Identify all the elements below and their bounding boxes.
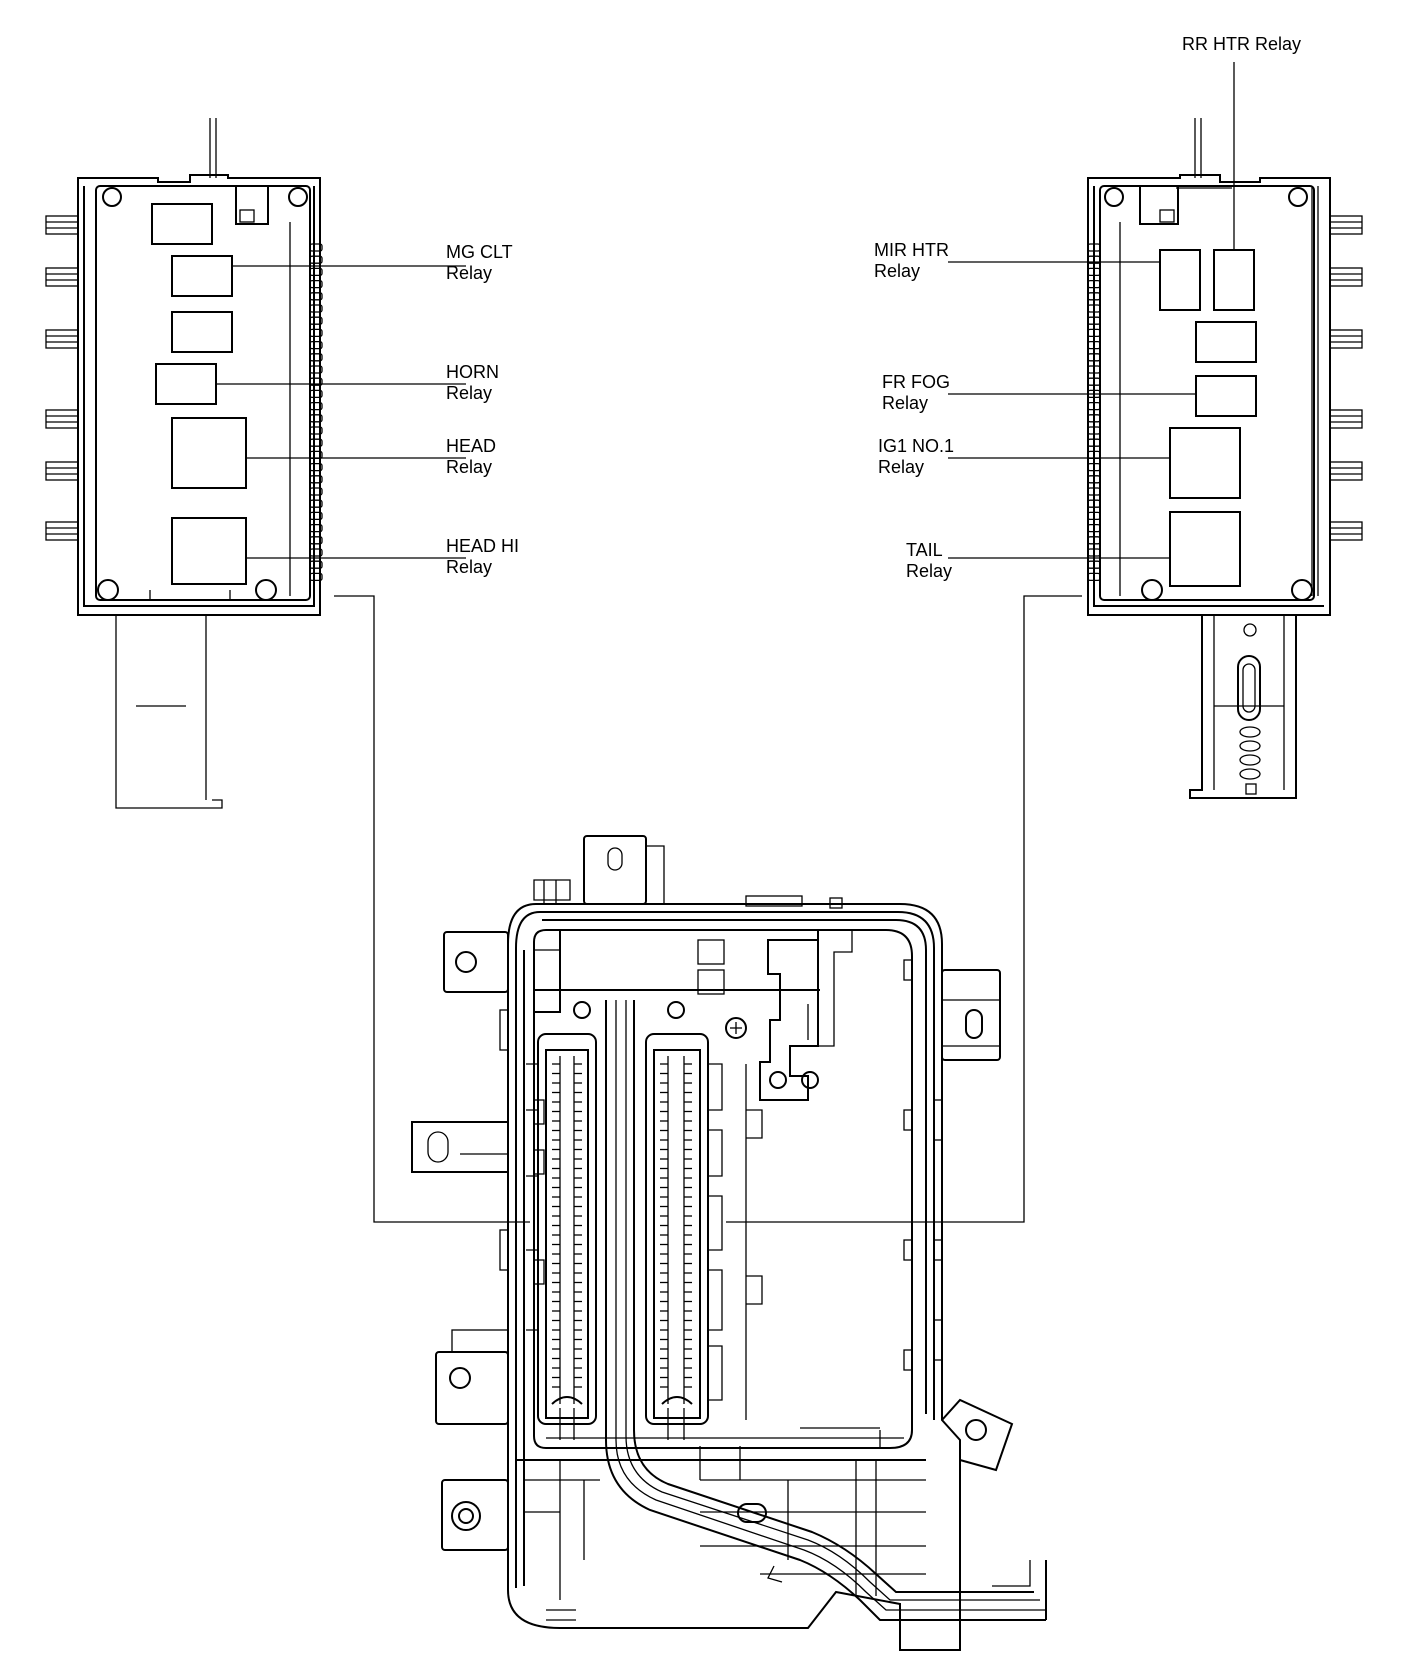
relay-block-pin xyxy=(309,243,323,252)
detail-connector-left xyxy=(334,595,530,1223)
relay-block-pin xyxy=(309,401,323,411)
head-relay-label-line2: Relay xyxy=(446,457,492,477)
relay-block-pin xyxy=(1087,316,1101,325)
relay-block-pin xyxy=(1087,487,1101,496)
relay-block-pin xyxy=(1087,279,1101,289)
mg-clt-relay-label: MG CLT Relay xyxy=(446,242,517,283)
relay-block-pin xyxy=(309,267,323,277)
horn-relay-label: HORN Relay xyxy=(446,362,504,403)
relay-block-pin xyxy=(1087,304,1101,313)
horn-relay-label-line2: Relay xyxy=(446,383,492,403)
relay-block-pin xyxy=(309,511,323,521)
relay-block-pin xyxy=(1087,511,1101,521)
relay-block-pin xyxy=(309,316,323,325)
fr-fog-relay-label-line2: Relay xyxy=(882,393,928,413)
relay-block-pin xyxy=(309,304,323,313)
relay-block-pin xyxy=(1087,548,1101,557)
relay-block-pin xyxy=(309,462,323,472)
relay-block-pin xyxy=(309,499,323,508)
relay-block-pin xyxy=(1087,353,1101,362)
relay-block-pin xyxy=(309,438,323,447)
relay-block-pin xyxy=(1087,560,1101,569)
ig1-no1-relay-label-line2: Relay xyxy=(878,457,924,477)
mir-htr-relay-label: MIR HTR Relay xyxy=(874,240,954,281)
mir-htr-relay-label-line1: MIR HTR xyxy=(874,240,949,260)
relay-block-pin xyxy=(1087,426,1101,435)
relay-block-pin xyxy=(1087,523,1101,533)
horn-relay-label-line1: HORN xyxy=(446,362,499,382)
relay-block-pin xyxy=(309,340,323,350)
relay-block-pin xyxy=(1087,328,1101,338)
relay-block-pin xyxy=(1087,365,1101,374)
relay-block-pin xyxy=(309,292,323,301)
relay-block-pin xyxy=(1087,340,1101,350)
rr-htr-relay-label: RR HTR Relay xyxy=(1182,34,1301,54)
mg-clt-relay-label-line2: Relay xyxy=(446,263,492,283)
head-hi-relay-label-line2: Relay xyxy=(446,557,492,577)
head-relay-label-line1: HEAD xyxy=(446,436,496,456)
relay-block-pin xyxy=(1087,401,1101,411)
relay-block-pin xyxy=(309,328,323,338)
ig1-no1-relay-label-line1: IG1 NO.1 xyxy=(878,436,954,456)
relay-block-pin xyxy=(1087,377,1101,386)
relay-block-pin xyxy=(1087,462,1101,472)
relay-block-pin xyxy=(309,255,323,264)
relay-block-pin xyxy=(309,548,323,557)
relay-block-pin xyxy=(1087,536,1101,545)
junction-block xyxy=(411,835,1047,1651)
relay-block-pin xyxy=(309,475,323,484)
mg-clt-relay-label-line1: MG CLT xyxy=(446,242,513,262)
relay-block-pin xyxy=(309,560,323,569)
relay-block-pin xyxy=(1087,243,1101,252)
tail-relay-label: TAIL Relay xyxy=(906,540,952,581)
ig1-no1-relay-label: IG1 NO.1 Relay xyxy=(878,436,959,477)
relay-block-pin xyxy=(309,487,323,496)
left-relay-block xyxy=(45,118,323,809)
relay-block-pin xyxy=(1087,475,1101,484)
relay-block-pin xyxy=(309,353,323,362)
relay-block-pin xyxy=(1087,267,1101,277)
relay-block-pin xyxy=(1087,572,1101,582)
leader-lines xyxy=(216,62,1235,559)
tail-relay-label-line2: Relay xyxy=(906,561,952,581)
detail-connector-right xyxy=(726,595,1082,1223)
fr-fog-relay-label: FR FOG Relay xyxy=(882,372,955,413)
relay-block-pin xyxy=(309,279,323,289)
relay-block-pin xyxy=(1087,292,1101,301)
relay-block-pin xyxy=(309,426,323,435)
relay-block-pin xyxy=(309,365,323,374)
relay-block-pin xyxy=(309,572,323,582)
relay-block-pin xyxy=(309,377,323,386)
head-hi-relay-label-line1: HEAD HI xyxy=(446,536,519,556)
relay-block-pin xyxy=(1087,499,1101,508)
head-hi-relay-label: HEAD HI Relay xyxy=(446,536,524,577)
fr-fog-relay-label-line1: FR FOG xyxy=(882,372,950,392)
mir-htr-relay-label-line2: Relay xyxy=(874,261,920,281)
tail-relay-label-line1: TAIL xyxy=(906,540,943,560)
right-relay-block xyxy=(1087,118,1363,799)
relay-block-pin xyxy=(309,414,323,423)
relay-block-pin xyxy=(309,536,323,545)
head-relay-label: HEAD Relay xyxy=(446,436,501,477)
relay-block-pin xyxy=(309,523,323,533)
relay-block-pin xyxy=(1087,414,1101,423)
relay-block-pin xyxy=(309,389,323,399)
relay-block-pin xyxy=(1087,438,1101,447)
relay-block-pin xyxy=(1087,255,1101,264)
